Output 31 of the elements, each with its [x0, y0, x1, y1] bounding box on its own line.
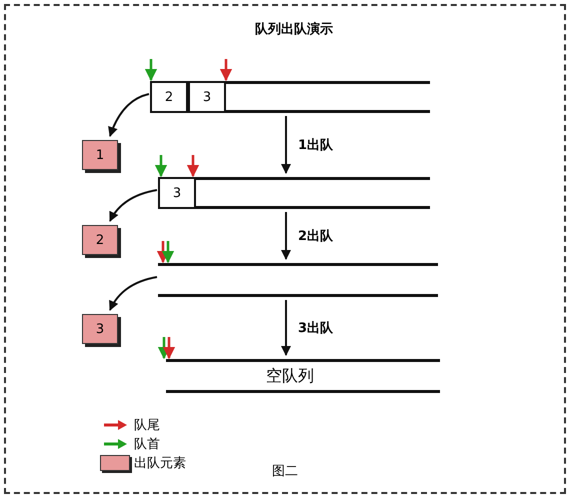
arrow [281, 116, 291, 174]
queue-channel [158, 177, 430, 209]
edge-label: 3出队 [298, 318, 334, 336]
legend-label: 队尾 [134, 417, 160, 434]
diagram-title: 队列出队演示 [255, 20, 333, 38]
queue-channel [150, 81, 430, 113]
edge-label: 2出队 [298, 226, 334, 244]
queue-cell: 3 [158, 177, 196, 209]
queue-cell: 3 [188, 81, 226, 113]
pointer-arrow [154, 155, 168, 178]
queue-cell: 2 [150, 81, 188, 113]
legend-label: 队首 [134, 436, 160, 453]
queue-label: 空队列 [266, 366, 314, 387]
edge-label: 1出队 [298, 136, 334, 154]
legend-label: 出队元素 [134, 455, 186, 472]
arrow [281, 212, 291, 260]
pointer-arrow [144, 59, 158, 82]
dequeued-element: 2 [82, 225, 118, 255]
arrow [108, 93, 150, 137]
arrow [109, 189, 158, 222]
pointer-arrow [162, 241, 174, 264]
queue-channel [166, 359, 440, 393]
pointer-arrow [186, 155, 200, 178]
queue-channel [158, 263, 438, 297]
arrow [281, 300, 291, 356]
arrow [109, 276, 158, 311]
figure-caption: 图二 [272, 463, 298, 480]
dequeued-element: 3 [82, 314, 118, 344]
pointer-arrow [220, 59, 232, 82]
dequeued-element: 1 [82, 140, 118, 170]
pointer-arrow [162, 337, 176, 360]
